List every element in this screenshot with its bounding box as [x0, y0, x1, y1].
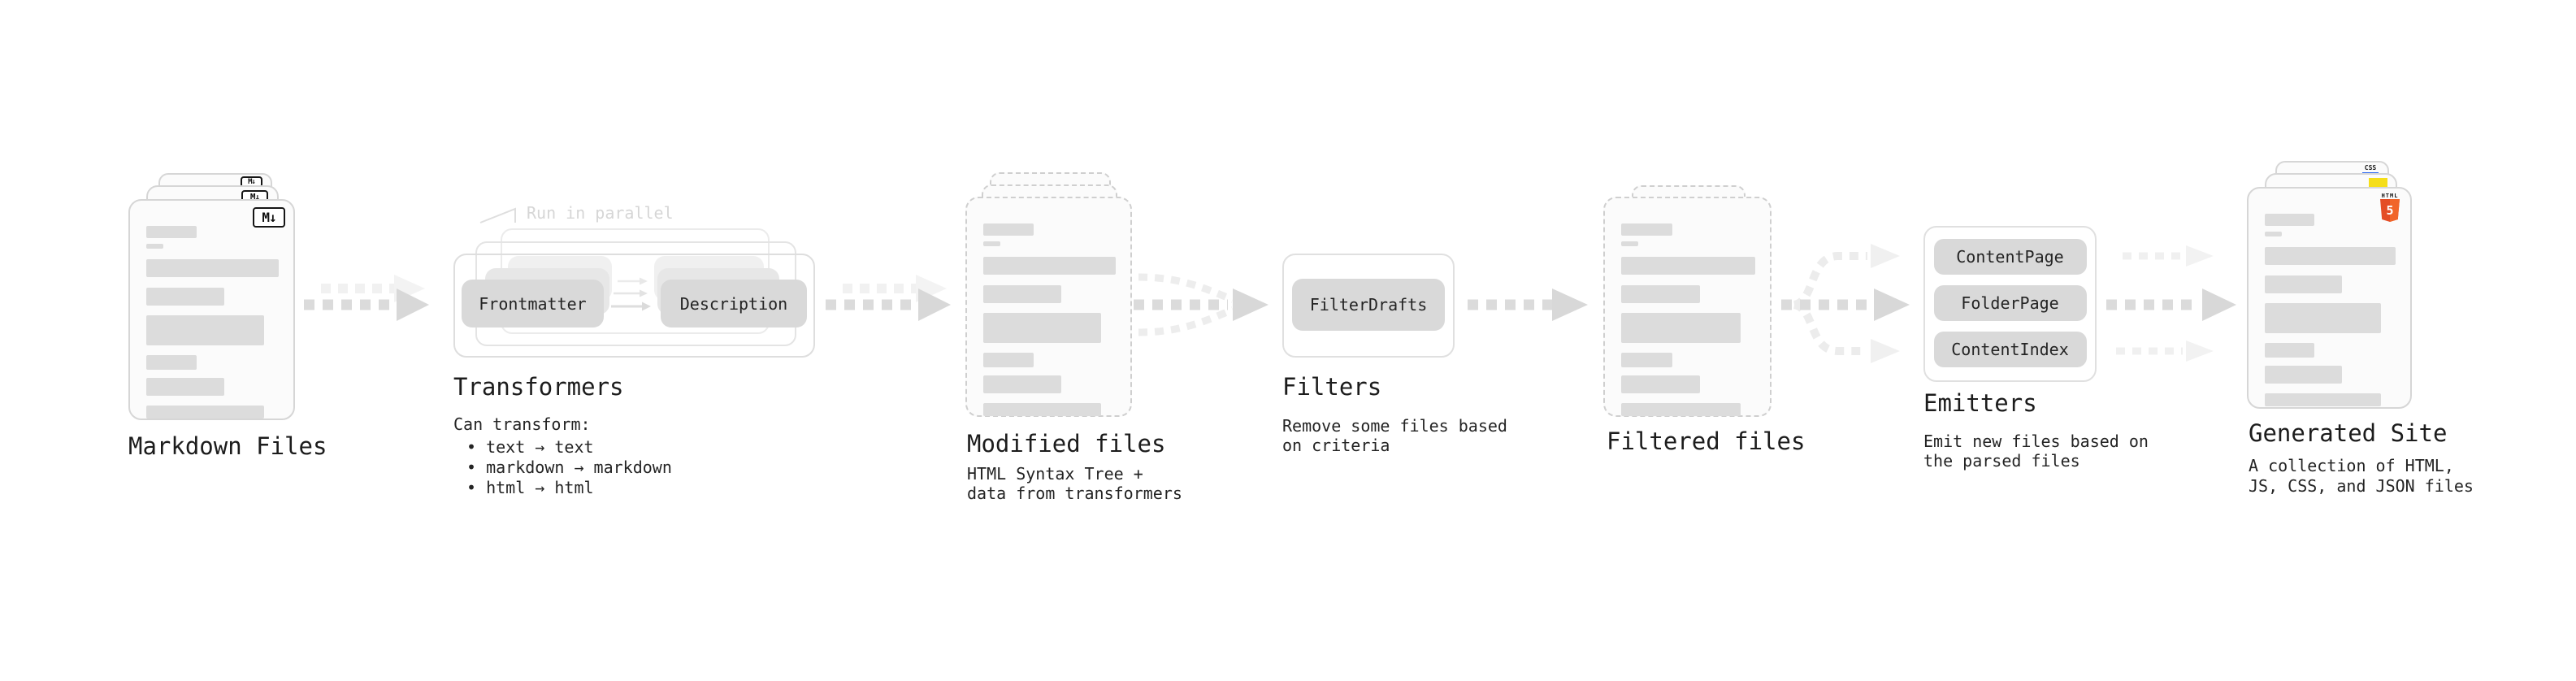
- run-in-parallel-annotation: Run in parallel: [527, 203, 674, 223]
- desc-line: data from transformers: [967, 484, 1182, 503]
- filterdrafts-pill: FilterDrafts: [1292, 279, 1445, 331]
- filtered-files-label: Filtered files: [1607, 427, 1806, 455]
- arrow-filtered-to-emitters: [1781, 244, 1910, 363]
- bullet-item: html → html: [457, 478, 672, 498]
- modified-files-label: Modified files: [967, 430, 1166, 458]
- desc-line: JS, CSS, and JSON files: [2249, 476, 2474, 496]
- modified-file-card-front: [965, 197, 1132, 417]
- filtered-file-card-front: [1603, 197, 1772, 417]
- skeleton-text-lines: [1621, 223, 1755, 416]
- markdown-file-card-front: M↓: [128, 199, 295, 420]
- annotation-leader-line: [479, 207, 516, 223]
- transformers-bullet-list: text → text markdown → markdown html → h…: [457, 437, 672, 498]
- transformers-desc-title: Can transform:: [453, 414, 591, 434]
- emitters-frame: ContentPage FolderPage ContentIndex: [1923, 226, 2097, 382]
- arrow-transformers-to-modified: [826, 275, 951, 321]
- desc-line: HTML Syntax Tree +: [967, 464, 1143, 484]
- emitters-desc: Emit new files based on the parsed files: [1923, 432, 2149, 471]
- contentpage-pill: ContentPage: [1933, 239, 2087, 275]
- desc-line: Emit new files based on: [1923, 432, 2149, 451]
- bullet-item: markdown → markdown: [457, 458, 672, 478]
- markdown-files-label: Markdown Files: [128, 432, 327, 460]
- html5-icon: HTML 5: [2379, 193, 2400, 225]
- desc-line: Remove some files based: [1282, 416, 1507, 436]
- filters-desc: Remove some files based on criteria: [1282, 416, 1507, 455]
- filters-label: Filters: [1282, 373, 1382, 401]
- contentindex-pill: ContentIndex: [1933, 332, 2087, 367]
- arrow-filters-to-filtered: [1468, 288, 1588, 321]
- desc-line: A collection of HTML,: [2249, 456, 2454, 475]
- arrow-modified-to-filters: [1134, 273, 1268, 336]
- transformers-label: Transformers: [453, 373, 624, 401]
- transformers-frame-front: [453, 254, 815, 358]
- generated-site-desc: A collection of HTML, JS, CSS, and JSON …: [2249, 456, 2474, 497]
- filters-frame: FilterDrafts: [1282, 254, 1455, 358]
- desc-line: the parsed files: [1923, 451, 2080, 471]
- folderpage-pill: FolderPage: [1933, 285, 2087, 321]
- skeleton-text-lines: [2265, 214, 2396, 406]
- css-icon-text: CSS: [2364, 164, 2377, 171]
- emitters-label: Emitters: [1923, 389, 2037, 417]
- arrow-markdown-to-transformers: [304, 275, 429, 321]
- html5-shield: 5: [2380, 199, 2400, 222]
- bullet-item: text → text: [457, 437, 672, 458]
- modified-files-desc: HTML Syntax Tree + data from transformer…: [967, 464, 1182, 503]
- skeleton-text-lines: [146, 226, 279, 419]
- site-file-card-html: HTML 5: [2247, 187, 2412, 409]
- arrow-emitters-to-site: [2106, 245, 2236, 362]
- markdown-icon: M↓: [253, 207, 285, 228]
- description-pill: Description: [661, 280, 807, 327]
- html5-icon-text: HTML: [2381, 193, 2399, 199]
- generated-site-label: Generated Site: [2249, 419, 2448, 447]
- skeleton-text-lines: [983, 223, 1116, 416]
- desc-line: on criteria: [1282, 436, 1390, 455]
- svg-text:5: 5: [2386, 203, 2393, 218]
- parallel-arrows-icon: [611, 277, 651, 311]
- frontmatter-pill: Frontmatter: [462, 280, 604, 327]
